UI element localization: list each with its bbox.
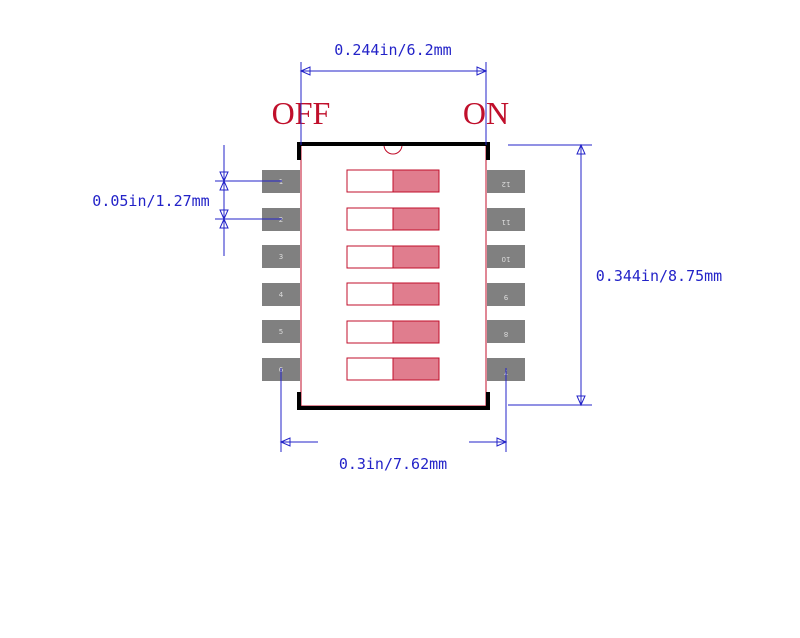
arrowhead <box>219 171 229 183</box>
pad-left-3 <box>262 245 300 268</box>
body-height-label: 0.344in/8.75mm <box>596 267 722 285</box>
switch-1 <box>346 169 440 193</box>
switch-slider-on <box>392 320 440 344</box>
pin1-notch <box>383 144 403 155</box>
silkscreen-top-frame <box>297 142 490 160</box>
arrowhead <box>279 437 291 447</box>
arrowhead <box>576 143 586 155</box>
switch-slider-on <box>392 207 440 231</box>
pad-right-11 <box>487 208 525 231</box>
arrowhead <box>496 437 508 447</box>
pin-number: 5 <box>279 328 283 336</box>
switch-sliders <box>346 169 440 381</box>
switch-6 <box>346 357 440 381</box>
pin-number: 11 <box>502 218 511 226</box>
silkscreen-bottom-frame <box>297 392 490 410</box>
pin-number: 10 <box>502 255 511 263</box>
switch-2 <box>346 207 440 231</box>
arrowhead <box>476 66 488 76</box>
arrowhead <box>219 217 229 229</box>
arrowhead <box>219 179 229 191</box>
switch-slider-on <box>392 282 440 306</box>
dimension-lead-span <box>279 368 508 452</box>
arrowhead <box>576 395 586 407</box>
pin-number: 2 <box>279 216 283 224</box>
pin-number: 1 <box>279 178 283 186</box>
pad-right-12 <box>487 170 525 193</box>
pad-right-8 <box>487 320 525 343</box>
pin-number: 9 <box>504 293 508 301</box>
left-pads <box>262 170 300 381</box>
lead-span-label: 0.3in/7.62mm <box>339 455 447 473</box>
dimension-body-height <box>508 143 592 407</box>
pad-right-10 <box>487 245 525 268</box>
pin-number: 4 <box>279 291 284 299</box>
switch-slider-on <box>392 357 440 381</box>
dimension-body-width <box>299 62 488 145</box>
pad-left-5 <box>262 320 300 343</box>
dimension-pitch <box>215 145 282 256</box>
pad-left-4 <box>262 283 300 306</box>
arrowhead <box>299 66 311 76</box>
arrowhead <box>219 209 229 221</box>
body-width-label: 0.244in/6.2mm <box>334 41 451 59</box>
right-pads <box>487 170 525 381</box>
switch-slider-on <box>392 245 440 269</box>
switch-3 <box>346 245 440 269</box>
left-pin-numbers: 1 2 3 4 5 6 <box>279 178 284 374</box>
pitch-label: 0.05in/1.27mm <box>92 192 209 210</box>
pin-number: 3 <box>279 253 283 261</box>
switch-4 <box>346 282 440 306</box>
switch-5 <box>346 320 440 344</box>
pad-right-9 <box>487 283 525 306</box>
pin-number: 8 <box>504 330 508 338</box>
switch-slider-on <box>392 169 440 193</box>
pin-number: 12 <box>502 180 511 188</box>
